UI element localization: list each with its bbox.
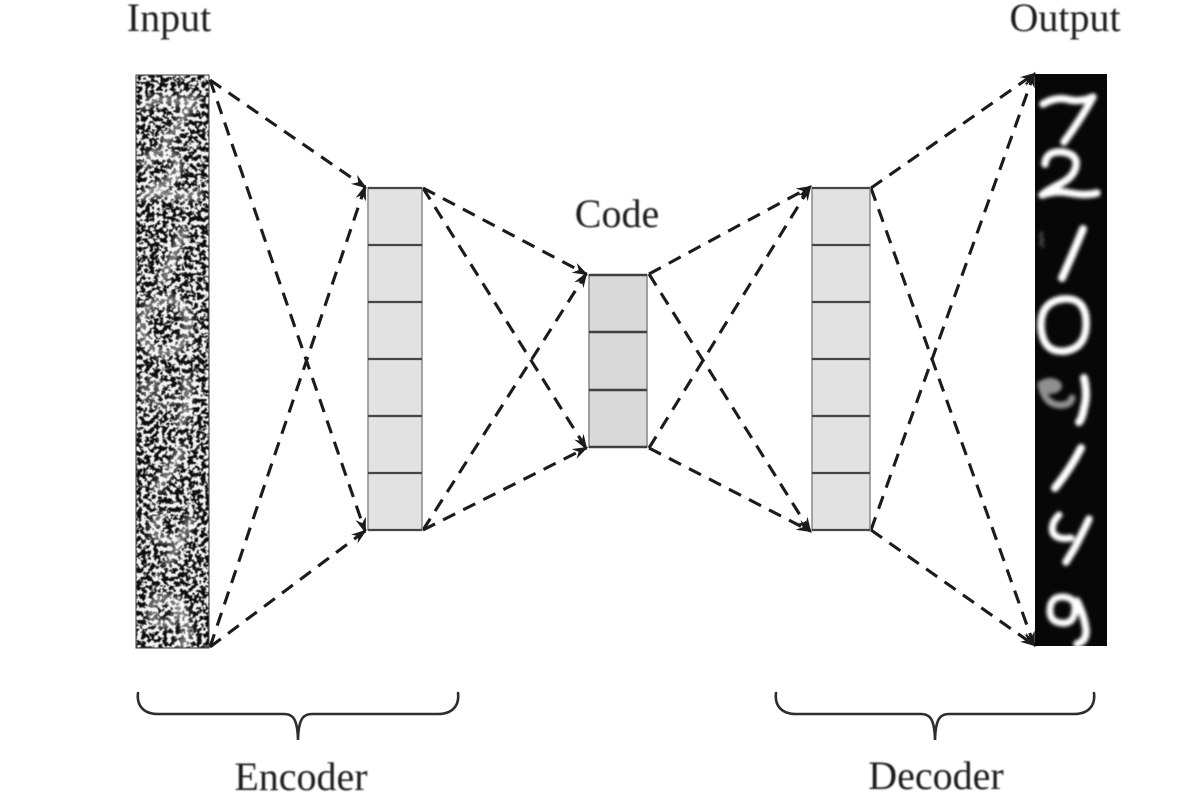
svg-text:Output: Output <box>1009 0 1120 40</box>
svg-text:Encoder: Encoder <box>234 754 367 799</box>
svg-text:Decoder: Decoder <box>868 753 1003 798</box>
svg-text:Input: Input <box>127 0 211 40</box>
svg-text:Code: Code <box>575 191 659 236</box>
